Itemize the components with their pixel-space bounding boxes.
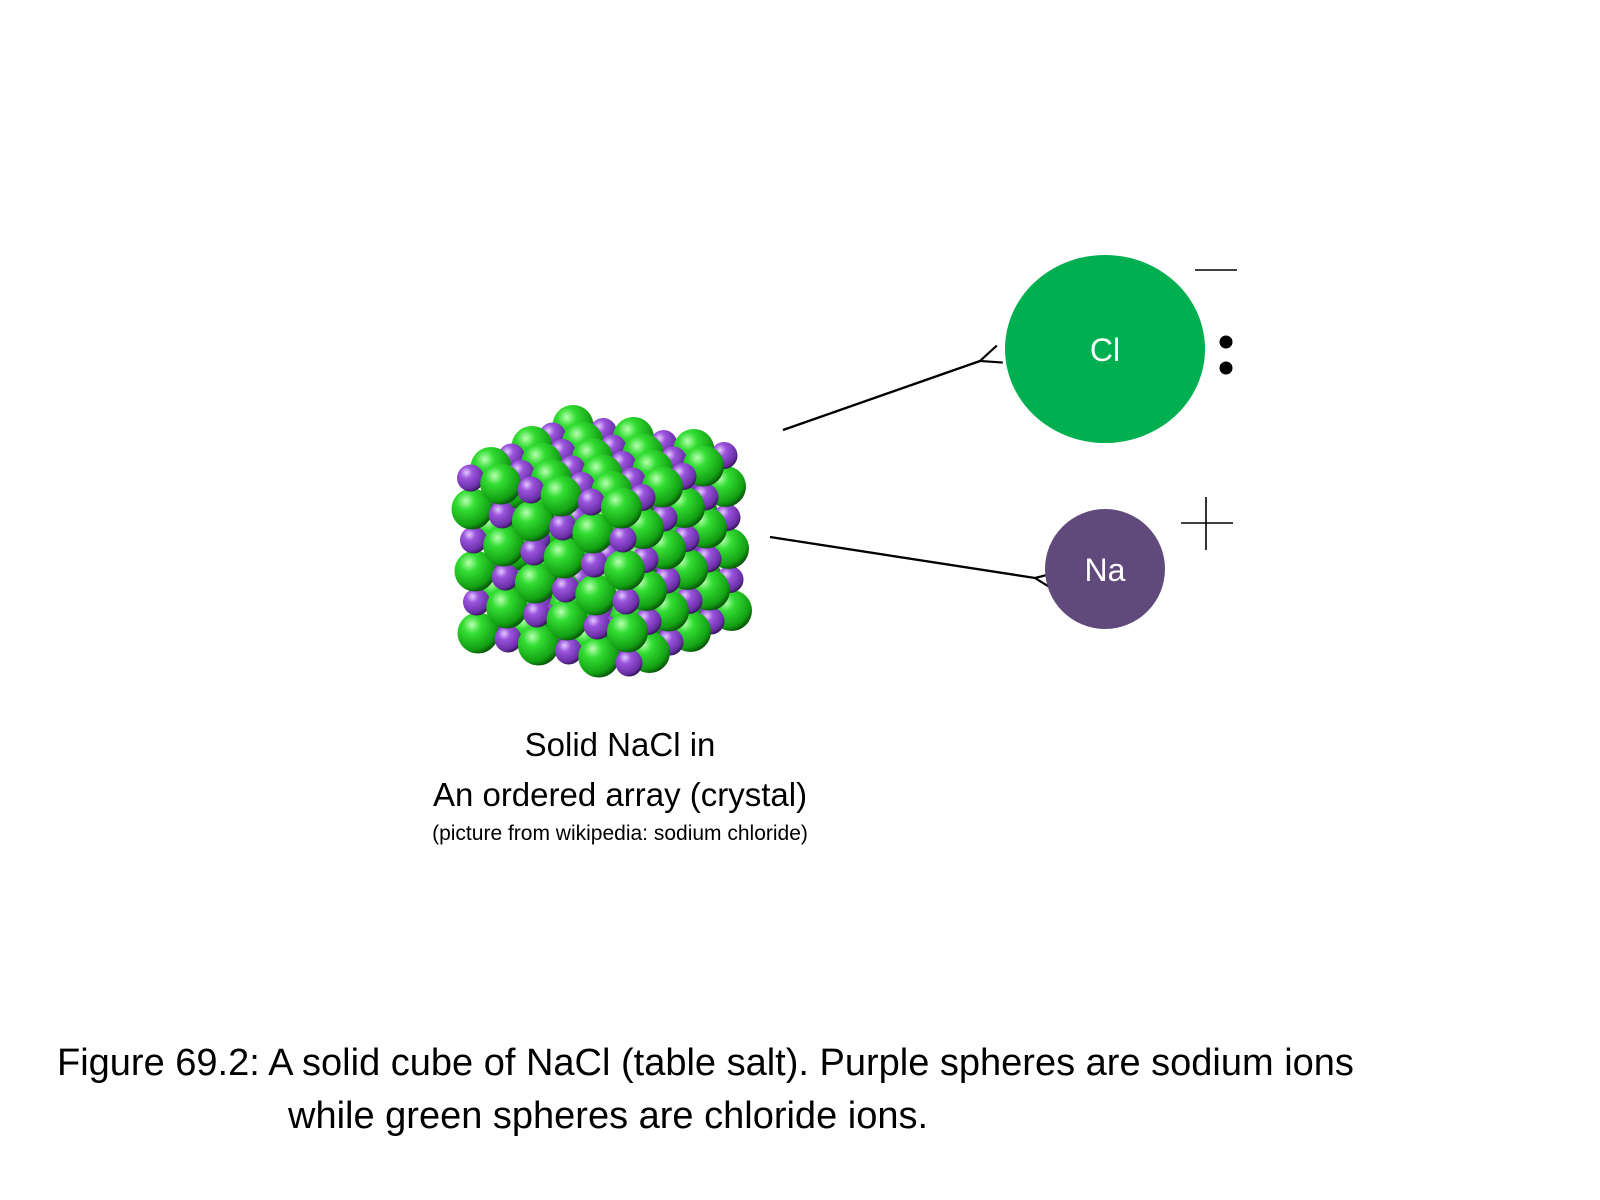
sodium-sphere xyxy=(494,625,522,653)
chloride-sphere xyxy=(480,463,522,505)
chloride-sphere xyxy=(511,500,553,542)
sodium-sphere xyxy=(583,612,611,640)
chloride-sphere xyxy=(451,488,493,530)
chloride-ion: Cl xyxy=(1005,255,1237,443)
sodium-sphere xyxy=(460,526,487,554)
sodium-sphere xyxy=(457,464,484,492)
sodium-sphere xyxy=(520,538,548,566)
sodium-sphere xyxy=(615,649,643,677)
sodium-sphere xyxy=(463,588,490,616)
sodium-sphere xyxy=(555,637,583,665)
crystal-caption-line-2: An ordered array (crystal) xyxy=(432,776,808,813)
chloride-sphere xyxy=(575,574,617,616)
figure-caption-line-2: while green spheres are chloride ions. xyxy=(288,1095,929,1137)
sodium-sphere xyxy=(488,501,516,529)
sodium-sphere xyxy=(612,587,640,615)
sodium-sphere xyxy=(609,525,637,553)
chloride-sphere xyxy=(486,587,528,629)
chloride-sphere xyxy=(601,487,642,529)
sodium-sphere xyxy=(517,476,545,504)
plus-charge-icon xyxy=(1181,497,1233,550)
chloride-sphere xyxy=(517,624,559,666)
chloride-sphere xyxy=(607,611,648,653)
sodium-sphere xyxy=(580,550,608,578)
sodium-sphere xyxy=(523,600,551,628)
chloride-sphere xyxy=(454,550,496,592)
sodium-ion-circle xyxy=(1045,509,1165,629)
chloride-sphere xyxy=(572,512,614,554)
nacl-crystal-cube xyxy=(451,405,752,678)
sodium-sphere xyxy=(491,563,519,591)
chloride-sphere xyxy=(604,549,645,591)
figure-caption-line-1: Figure 69.2: A solid cube of NaCl (table… xyxy=(57,1042,1354,1084)
lone-pair-dots-icon xyxy=(1219,335,1233,375)
sodium-sphere xyxy=(577,488,605,516)
chloride-ion-circle xyxy=(1005,255,1205,443)
chloride-ion-symbol: Cl xyxy=(1090,332,1120,368)
sodium-sphere xyxy=(549,513,577,541)
crystal-image-source: (picture from wikipedia: sodium chloride… xyxy=(432,822,808,845)
chloride-sphere xyxy=(543,537,585,579)
chloride-pointer-arrow xyxy=(782,361,980,432)
crystal-caption-line-1: Solid NaCl in xyxy=(524,726,716,763)
chloride-sphere xyxy=(483,525,525,567)
chloride-sphere xyxy=(546,599,588,641)
chloride-sphere xyxy=(540,475,582,517)
chloride-sphere xyxy=(578,636,620,678)
sodium-ion-symbol: Na xyxy=(1085,552,1126,588)
sodium-ion: Na xyxy=(1045,497,1233,629)
sodium-pointer-arrow xyxy=(769,535,1035,578)
chloride-sphere xyxy=(457,612,499,654)
sodium-sphere xyxy=(552,575,580,603)
chloride-sphere xyxy=(514,562,556,604)
